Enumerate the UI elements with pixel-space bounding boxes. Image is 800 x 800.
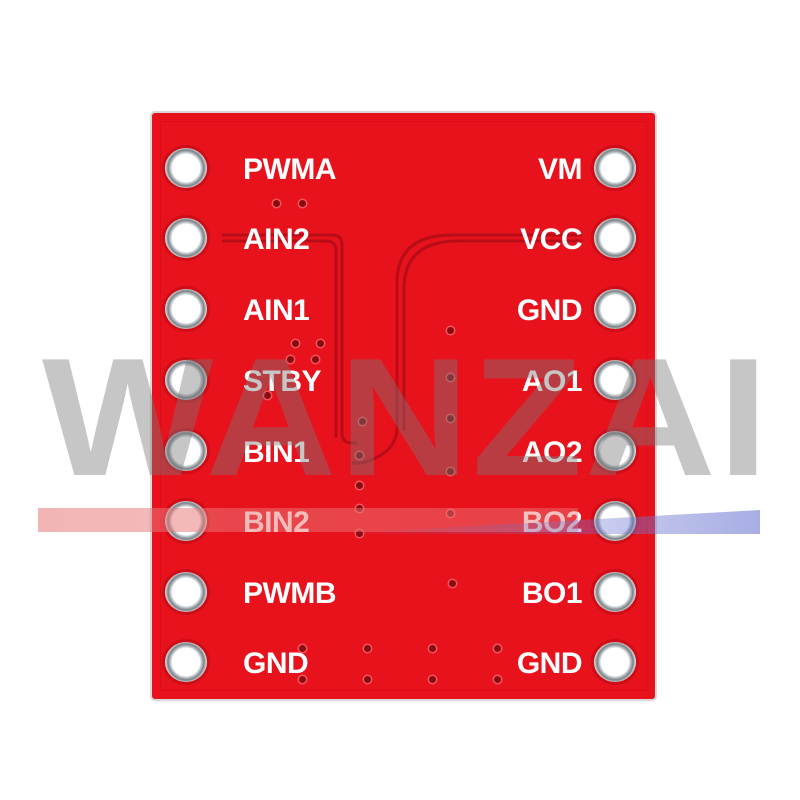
pad-vcc [594,218,636,258]
pad-pwmb [165,572,207,612]
via [272,199,280,207]
via [355,481,363,489]
pin-label-gnd-left: GND [243,647,309,680]
pin-label-vcc: VCC [520,223,582,256]
via [298,199,306,207]
via [428,675,436,683]
pin-label-ao2: AO2 [521,436,583,469]
via [355,451,363,459]
pad-ao1 [594,360,636,400]
copper-traces [222,233,582,465]
via [448,579,456,587]
via [263,391,271,399]
via [311,355,319,363]
pad-bo1 [594,572,636,612]
via [363,675,371,683]
pad-ao2 [594,431,636,471]
via [446,414,454,422]
pad-gnd-right-1 [594,289,636,329]
via [286,355,294,363]
pin-label-pwmb: PWMB [243,577,336,610]
via [428,644,436,652]
via [291,339,299,347]
via [446,373,454,381]
pad-pwma [165,148,207,188]
pad-gnd-right-2 [594,642,636,682]
pin-label-stby: STBY [243,365,322,398]
via [446,326,454,334]
pad-ain1 [165,289,207,329]
via [493,675,501,683]
pin-label-gnd-right-1: GND [516,294,583,327]
pad-gnd-left [165,642,207,682]
via [363,644,371,652]
pin-label-bin1: BIN1 [243,436,310,469]
pin-label-ain1: AIN1 [243,294,310,327]
via [446,467,454,475]
pin-label-pwma: PWMA [243,153,336,186]
pin-label-vm: VM [538,153,583,186]
pad-vm [594,148,636,188]
pad-stby [165,360,207,400]
pad-ain2 [165,218,207,258]
via [298,644,306,652]
pcb-board [152,113,655,699]
pin-label-ain2: AIN2 [243,223,310,256]
watermark-text: WANZAI [42,323,771,511]
via [298,675,306,683]
pin-label-gnd-right-2: GND [516,647,583,680]
pin-label-ao1: AO1 [521,365,583,398]
via [493,644,501,652]
via [358,417,366,425]
pad-bin1 [165,431,207,471]
pin-label-bo1: BO1 [521,577,583,610]
via [316,339,324,347]
